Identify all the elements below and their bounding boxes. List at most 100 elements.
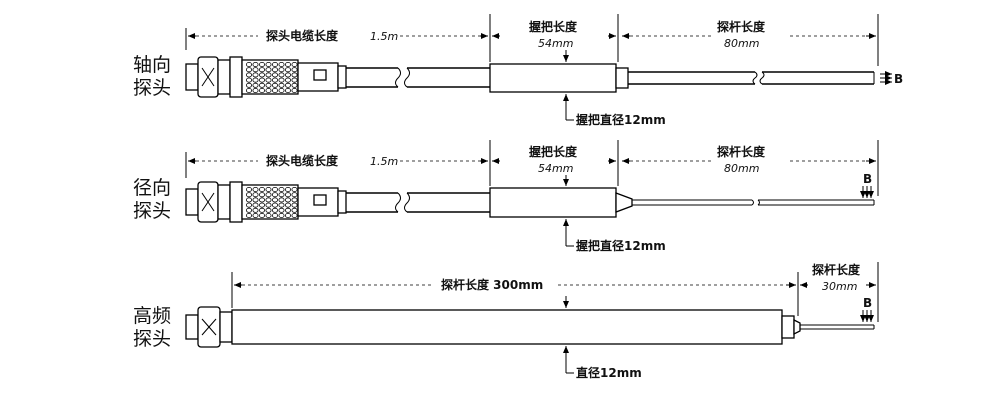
- axial-rod-length-dimension: 探杆长度 80mm: [622, 14, 879, 66]
- hf-connector: [185, 306, 233, 348]
- hf-probe-name-line1: 高频: [133, 305, 171, 327]
- knurl-bump: [245, 207, 252, 213]
- knurl-bump: [291, 67, 298, 73]
- knurl-bump: [252, 192, 259, 198]
- knurl-bump: [271, 88, 278, 94]
- knurl-bump: [291, 62, 298, 68]
- knurl-bump: [258, 207, 265, 213]
- knurl-bump: [284, 197, 291, 203]
- knurl-bump: [245, 72, 252, 78]
- axial-knurl-grip: [245, 62, 298, 94]
- hf-tip-length-dimension: 探杆长度 30mm: [797, 262, 879, 322]
- hf-diameter-callout: 直径12mm: [563, 346, 642, 380]
- hf-tip: [800, 324, 875, 330]
- knurl-bump: [278, 212, 285, 218]
- radial-cable-length-label: 探头电缆长度: [266, 153, 339, 168]
- radial-probe: 径向 探头: [133, 140, 879, 253]
- radial-connector: [185, 181, 347, 223]
- radial-handle-diameter-label: 握把直径12mm: [576, 238, 666, 253]
- radial-rod-length-label: 探杆长度: [717, 144, 766, 159]
- knurl-bump: [258, 197, 265, 203]
- knurl-bump: [245, 88, 252, 94]
- knurl-bump: [291, 202, 298, 208]
- hf-probe-name-line2: 探头: [133, 328, 171, 350]
- axial-handle-diameter-label: 握把直径12mm: [576, 112, 666, 127]
- knurl-bump: [284, 62, 291, 68]
- knurl-bump: [291, 197, 298, 203]
- knurl-bump: [265, 82, 272, 88]
- knurl-bump: [252, 197, 259, 203]
- axial-handle-length-value: 54mm: [538, 37, 573, 50]
- knurl-bump: [291, 212, 298, 218]
- radial-cable-length-value: 1.5m: [370, 155, 398, 168]
- knurl-bump: [284, 207, 291, 213]
- knurl-bump: [258, 82, 265, 88]
- radial-marker-b: B: [860, 172, 874, 198]
- knurl-bump: [271, 202, 278, 208]
- knurl-bump: [291, 192, 298, 198]
- knurl-bump: [278, 207, 285, 213]
- knurl-bump: [284, 67, 291, 73]
- hf-rod-length-label: 探杆长度 300mm: [441, 277, 543, 292]
- knurl-bump: [278, 72, 285, 78]
- knurl-bump: [258, 67, 265, 73]
- axial-rod: [628, 71, 875, 85]
- axial-cable-length-label: 探头电缆长度: [266, 28, 339, 43]
- knurl-bump: [278, 192, 285, 198]
- radial-handle: [489, 187, 617, 218]
- radial-handle-diameter-callout: 握把直径12mm: [563, 219, 666, 253]
- knurl-bump: [284, 77, 291, 83]
- knurl-bump: [278, 77, 285, 83]
- knurl-bump: [265, 62, 272, 68]
- knurl-bump: [271, 67, 278, 73]
- knurl-bump: [284, 82, 291, 88]
- axial-cable-length-dimension: 探头电缆长度 1.5m: [185, 28, 488, 50]
- axial-handle-length-label: 握把长度: [529, 19, 578, 34]
- axial-handle-diameter-callout: 握把直径12mm: [563, 94, 666, 127]
- axial-handle: [489, 63, 617, 93]
- knurl-bump: [245, 202, 252, 208]
- knurl-bump: [265, 67, 272, 73]
- axial-probe-name-line2: 探头: [133, 77, 171, 99]
- knurl-bump: [245, 67, 252, 73]
- knurl-bump: [271, 62, 278, 68]
- radial-cable-length-dimension: 探头电缆长度 1.5m: [185, 152, 488, 178]
- knurl-bump: [245, 197, 252, 203]
- radial-rod: [632, 199, 875, 206]
- radial-handle-length-value: 54mm: [538, 162, 573, 175]
- axial-marker-b: B: [880, 71, 903, 86]
- knurl-bump: [271, 77, 278, 83]
- high-frequency-probe: 高频 探头 探杆长度 300mm 探: [133, 262, 879, 380]
- knurl-bump: [271, 72, 278, 78]
- knurl-bump: [252, 202, 259, 208]
- axial-rod-length-value: 80mm: [724, 37, 759, 50]
- radial-marker-label: B: [863, 172, 872, 186]
- knurl-bump: [291, 82, 298, 88]
- radial-rod-length-dimension: 探杆长度 80mm: [622, 140, 879, 196]
- knurl-bump: [291, 77, 298, 83]
- hf-tip-length-label: 探杆长度: [812, 262, 861, 277]
- knurl-bump: [265, 192, 272, 198]
- hf-rod-body: [231, 309, 783, 345]
- knurl-bump: [265, 197, 272, 203]
- knurl-bump: [265, 77, 272, 83]
- knurl-bump: [245, 82, 252, 88]
- knurl-bump: [265, 212, 272, 218]
- knurl-bump: [252, 72, 259, 78]
- knurl-bump: [245, 77, 252, 83]
- knurl-bump: [291, 207, 298, 213]
- radial-probe-name-line2: 探头: [133, 200, 171, 222]
- radial-probe-name-line1: 径向: [133, 177, 171, 199]
- knurl-bump: [278, 197, 285, 203]
- knurl-bump: [252, 88, 259, 94]
- knurl-bump: [258, 212, 265, 218]
- knurl-bump: [245, 212, 252, 218]
- knurl-bump: [284, 88, 291, 94]
- knurl-bump: [258, 186, 265, 192]
- knurl-bump: [258, 72, 265, 78]
- knurl-bump: [291, 186, 298, 192]
- knurl-bump: [278, 202, 285, 208]
- knurl-bump: [291, 72, 298, 78]
- knurl-bump: [278, 62, 285, 68]
